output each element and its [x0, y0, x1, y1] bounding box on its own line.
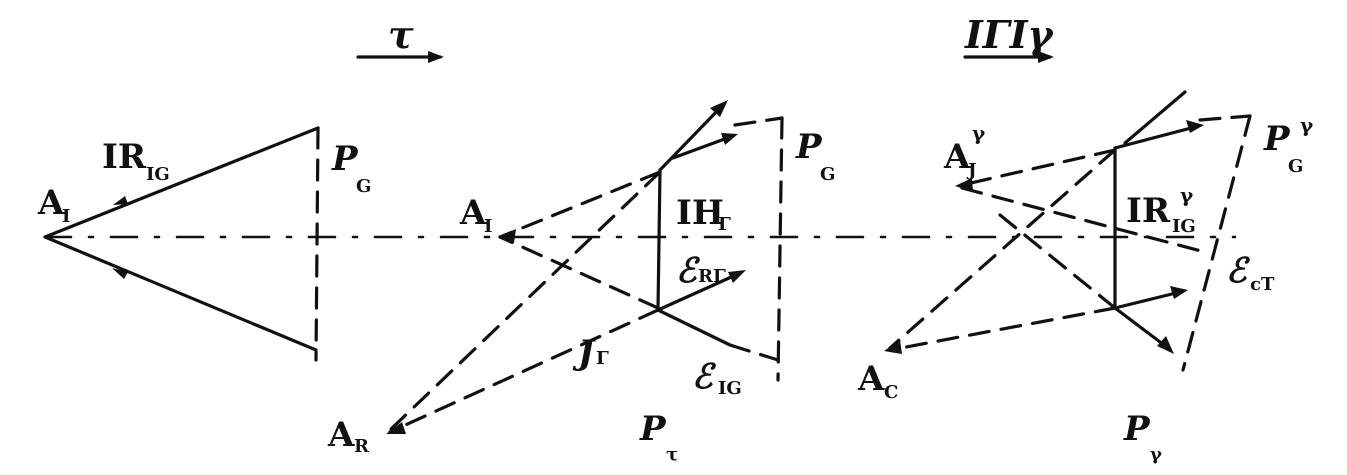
svg-text:A: A	[327, 415, 355, 455]
heading-left: τ	[388, 12, 414, 57]
svg-text:ΙR: ΙR	[102, 137, 147, 177]
vector-e-rg	[656, 272, 740, 312]
label-r-ig-right: ΙR IG γ	[1126, 183, 1196, 237]
dash-to-ac-lower	[888, 306, 1117, 352]
label-r-ig-left: ΙR IG	[102, 137, 170, 185]
label-a1-mid: A I	[459, 193, 492, 237]
dash-to-ac-upper	[888, 148, 1117, 350]
plane-tau-vertical	[656, 168, 662, 312]
label-j-gamma: J Γ	[572, 333, 609, 373]
label-p-g-left: P G	[331, 139, 371, 197]
svg-text:Γ: Γ	[718, 214, 731, 235]
label-a-r: A R	[327, 415, 370, 457]
ray-lower-left	[43, 235, 318, 352]
vector-e-ig	[656, 308, 732, 347]
svg-text:cT: cT	[1250, 274, 1275, 295]
dash-to-ar-lower	[388, 308, 660, 434]
plane-g-left	[314, 126, 320, 362]
svg-text:I: I	[484, 216, 492, 237]
label-p-g-right: P G γ	[1263, 113, 1314, 177]
svg-text:ΙR: ΙR	[1126, 191, 1171, 231]
heading-right: ΙΓΙγ	[964, 12, 1055, 57]
svg-text:τ: τ	[666, 444, 678, 465]
svg-text:I: I	[62, 206, 70, 227]
svg-text:IG: IG	[146, 164, 170, 185]
dash-to-a1-upper	[498, 170, 662, 239]
label-p-g-mid: P G	[795, 127, 835, 185]
vector-down-right-arrowhead	[1157, 336, 1174, 354]
vector-up-mid-arrowhead	[710, 100, 728, 117]
label-e-rg: ℰ RΓ	[676, 251, 726, 291]
svg-text:A: A	[459, 193, 487, 233]
plane-g-mid	[776, 116, 784, 382]
label-p-tau: P τ	[639, 409, 678, 465]
svg-text:Γ: Γ	[596, 348, 609, 369]
vector-right-lower	[1113, 290, 1182, 310]
svg-text:γ: γ	[1300, 113, 1314, 137]
plane-g-right	[1181, 114, 1252, 372]
heading-right-arrowhead	[1038, 51, 1054, 63]
label-e-ig: ℰ IG	[692, 357, 742, 399]
svg-text:ΙH: ΙH	[676, 193, 724, 233]
svg-text:J: J	[966, 160, 977, 181]
label-a-c: A C	[857, 359, 898, 403]
svg-text:ℰ: ℰ	[1226, 251, 1251, 291]
vector-up-right	[1123, 90, 1187, 145]
vector-up-mid	[658, 104, 724, 172]
svg-text:G: G	[820, 164, 835, 185]
svg-text:A: A	[37, 183, 65, 223]
dash-to-ar-upper	[388, 170, 662, 432]
dash-aj-to-right	[960, 186, 1207, 254]
svg-text:P: P	[639, 409, 667, 449]
svg-text:C: C	[884, 382, 898, 403]
svg-text:R: R	[354, 436, 370, 457]
label-a1-left: A I	[37, 183, 70, 227]
dash-top-right	[1198, 114, 1252, 122]
vector-right-lower-arrowhead	[1170, 286, 1188, 299]
svg-text:A: A	[857, 359, 885, 399]
svg-text:P: P	[1263, 119, 1291, 159]
vector-right-mid-arrowhead	[721, 133, 738, 145]
svg-text:ℰ: ℰ	[692, 357, 717, 397]
svg-text:P: P	[331, 139, 359, 179]
label-e-ct: ℰ cT	[1226, 251, 1275, 295]
ar-arrowhead	[386, 422, 406, 434]
label-a-j: A J γ	[943, 121, 986, 181]
dash-cross-lower	[998, 213, 1117, 310]
ray-lower-arrowhead	[112, 268, 128, 279]
svg-text:RΓ: RΓ	[698, 266, 726, 287]
ray-upper-left	[43, 126, 320, 239]
vector-down-right	[1113, 306, 1170, 350]
vector-right-upper	[1113, 125, 1197, 150]
svg-text:γ: γ	[1180, 183, 1194, 207]
svg-text:J: J	[572, 333, 596, 373]
svg-text:IG: IG	[1172, 216, 1196, 237]
a1-mid-arrowhead	[498, 229, 516, 243]
vector-right-mid	[671, 135, 732, 160]
svg-text:G: G	[1288, 156, 1303, 177]
label-p-gamma: P γ	[1123, 409, 1162, 465]
svg-text:A: A	[943, 137, 971, 177]
ac-arrowhead	[884, 340, 902, 354]
svg-text:P: P	[795, 127, 823, 167]
svg-text:G: G	[356, 176, 371, 197]
svg-text:IG: IG	[718, 378, 742, 399]
svg-text:γ: γ	[972, 121, 986, 145]
heading-left-arrowhead	[428, 51, 444, 63]
svg-text:P: P	[1123, 409, 1151, 449]
label-h-gamma: ΙH Γ	[676, 193, 731, 235]
ray-upper-arrowhead	[113, 196, 128, 205]
vector-e-rg-arrowhead	[728, 270, 746, 283]
dash-to-aj-upper	[960, 148, 1117, 187]
vector-right-upper-arrowhead	[1186, 120, 1204, 133]
dash-to-a1-lower	[498, 235, 660, 310]
svg-text:γ: γ	[1150, 444, 1162, 465]
dash-bottom-right-mid	[728, 343, 780, 362]
dash-top-right-mid	[733, 116, 784, 127]
